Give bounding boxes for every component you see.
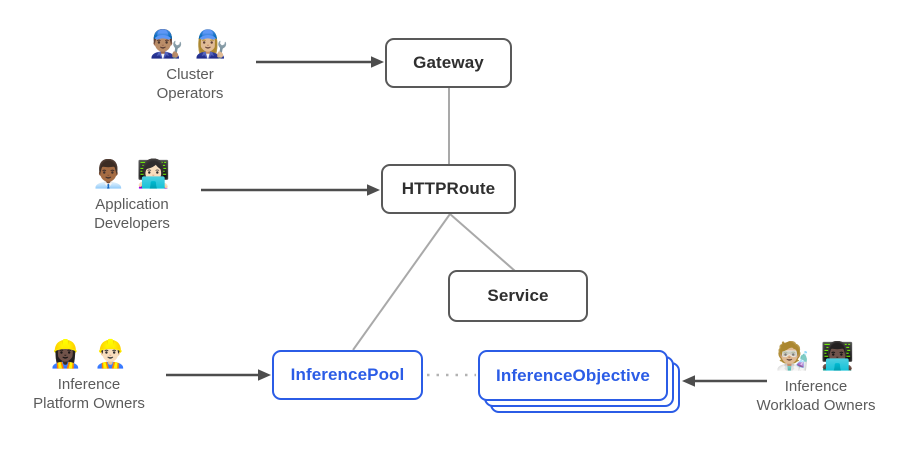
woman-technologist-icon: 👩🏻‍💻 bbox=[136, 159, 173, 189]
cluster-operators-label-line1: Cluster bbox=[166, 66, 214, 83]
arrow-cluster-operators-to-gateway bbox=[256, 56, 384, 68]
application-developers-icon: 👨🏾‍💼 👩🏻‍💻 bbox=[92, 156, 173, 192]
inference-platform-owners-label-line1: Inference bbox=[57, 376, 121, 393]
inference-platform-owners-icon: 👷🏿‍♀️ 👷🏻‍♂️ bbox=[49, 336, 130, 372]
office-worker-icon: 👨🏾‍💼 bbox=[91, 159, 128, 189]
application-developers-label-line1: Application bbox=[95, 196, 169, 213]
man-mechanic-icon: 👨🏽‍🔧 bbox=[149, 29, 186, 59]
node-service-label: Service bbox=[487, 286, 549, 305]
inference-workload-owners-label-line1: Inference bbox=[784, 378, 848, 395]
scientist-icon: 🧑🏼‍🔬 bbox=[775, 341, 812, 371]
application-developers-label: Application Developers bbox=[94, 195, 170, 233]
node-gateway-label: Gateway bbox=[413, 53, 484, 72]
actor-cluster-operators: 👨🏽‍🔧 👩🏼‍🔧 Cluster Operators bbox=[129, 26, 251, 103]
woman-construction-worker-icon: 👷🏿‍♀️ bbox=[48, 339, 85, 369]
edge-httproute-inferencepool bbox=[352, 213, 451, 351]
node-httproute: HTTPRoute bbox=[381, 164, 516, 214]
actor-inference-workload-owners: 🧑🏼‍🔬 👨🏿‍💻 Inference Workload Owners bbox=[740, 338, 892, 415]
man-technologist-icon: 👨🏿‍💻 bbox=[820, 341, 857, 371]
actor-inference-platform-owners: 👷🏿‍♀️ 👷🏻‍♂️ Inference Platform Owners bbox=[13, 336, 165, 413]
inference-platform-owners-label: Inference Platform Owners bbox=[33, 375, 145, 413]
node-inference-objective-label: InferenceObjective bbox=[496, 365, 650, 385]
inference-workload-owners-label: Inference Workload Owners bbox=[757, 377, 876, 415]
arrow-platform-owners-to-inferencepool bbox=[166, 369, 271, 381]
cluster-operators-icon: 👨🏽‍🔧 👩🏼‍🔧 bbox=[150, 26, 231, 62]
actor-application-developers: 👨🏾‍💼 👩🏻‍💻 Application Developers bbox=[71, 156, 193, 233]
node-inference-objective: InferenceObjective bbox=[478, 350, 668, 401]
inference-platform-owners-label-line2: Platform Owners bbox=[33, 395, 145, 412]
application-developers-label-line2: Developers bbox=[94, 215, 170, 232]
edge-httproute-service bbox=[449, 213, 516, 272]
arrow-application-developers-to-httproute bbox=[201, 184, 380, 196]
woman-mechanic-icon: 👩🏼‍🔧 bbox=[194, 29, 231, 59]
node-service: Service bbox=[448, 270, 588, 322]
cluster-operators-label-line2: Operators bbox=[156, 85, 224, 102]
man-construction-worker-icon: 👷🏻‍♂️ bbox=[93, 339, 130, 369]
cluster-operators-label: Cluster Operators bbox=[157, 65, 224, 103]
inference-workload-owners-icon: 🧑🏼‍🔬 👨🏿‍💻 bbox=[776, 338, 857, 374]
inference-workload-owners-label-line2: Workload Owners bbox=[756, 397, 876, 414]
node-inference-pool-label: InferencePool bbox=[290, 365, 405, 384]
node-httproute-label: HTTPRoute bbox=[401, 179, 496, 198]
node-inference-pool: InferencePool bbox=[272, 350, 423, 400]
node-gateway: Gateway bbox=[385, 38, 512, 88]
